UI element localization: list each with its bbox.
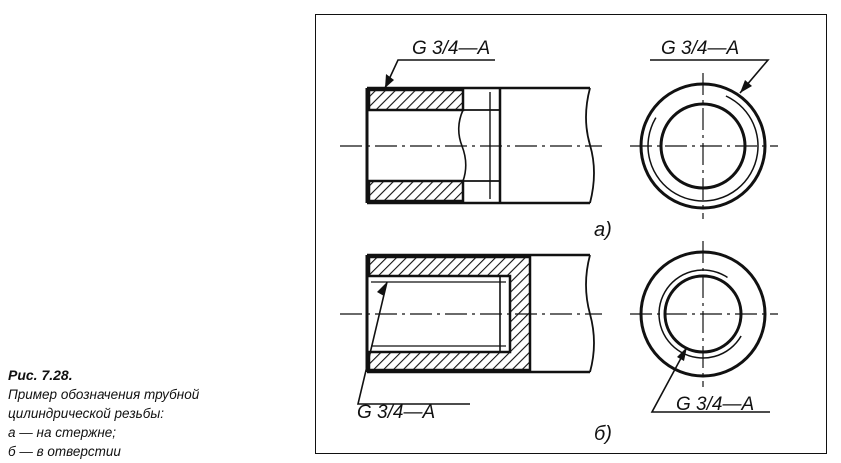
- view-a-label: а): [594, 219, 612, 241]
- view-b-label: б): [594, 423, 612, 445]
- hatch-bottom: [367, 179, 465, 203]
- thread-label-a-section: G 3/4—A: [412, 38, 490, 59]
- figure-number: Рис. 7.28.: [8, 367, 73, 383]
- view-a-end: G 3/4—A а): [594, 38, 778, 241]
- leader-line-b: [356, 281, 470, 405]
- caption-line-1: Пример обозначения трубной: [8, 387, 200, 402]
- hatch-wall: [367, 255, 532, 372]
- drawing-frame: [315, 14, 827, 454]
- caption-line-3: а — на стержне;: [8, 425, 117, 440]
- thread-label-b-end: G 3/4—A: [676, 394, 754, 415]
- view-b-end: G 3/4—A б): [594, 241, 778, 445]
- view-a-section: G 3/4—A: [340, 38, 602, 205]
- caption-line-2: цилиндрической резьбы:: [8, 406, 165, 421]
- thread-label-a-end: G 3/4—A: [661, 38, 739, 59]
- hatch-top: [367, 88, 465, 112]
- leader-line: [384, 59, 495, 89]
- view-b-section: G 3/4—A: [340, 253, 602, 423]
- figure-caption: Рис. 7.28. Пример обозначения трубной ци…: [8, 366, 308, 461]
- arrow-head: [385, 74, 394, 88]
- caption-line-4: б — в отверстии: [8, 444, 121, 459]
- thread-label-b-section: G 3/4—A: [357, 402, 435, 423]
